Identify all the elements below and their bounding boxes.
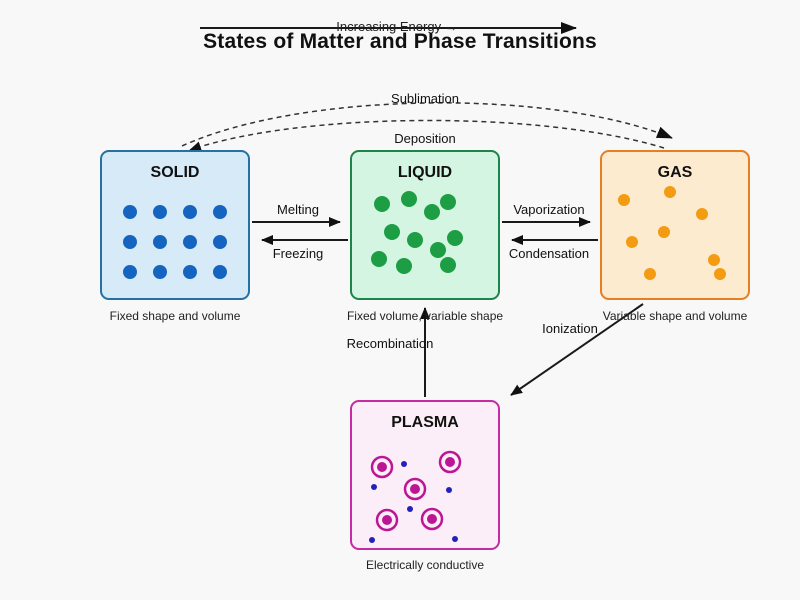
label-deposition: Deposition bbox=[394, 131, 456, 146]
plasma-ion-core bbox=[382, 515, 392, 525]
liquid-particle bbox=[407, 232, 423, 248]
gas-particles bbox=[618, 186, 726, 280]
ionization-arrow bbox=[510, 303, 644, 396]
label-melting: Melting bbox=[277, 202, 319, 217]
gas-state-box: GAS bbox=[600, 150, 750, 300]
gas-particle bbox=[714, 268, 726, 280]
solid-particle bbox=[213, 205, 227, 219]
solid-particle bbox=[183, 205, 197, 219]
plasma-electron bbox=[446, 487, 452, 493]
plasma-title: PLASMA bbox=[391, 414, 459, 431]
solid-particle bbox=[183, 235, 197, 249]
solid-state-box: SOLID bbox=[100, 150, 250, 300]
plasma-electron bbox=[407, 506, 413, 512]
plasma-electron bbox=[371, 484, 377, 490]
liquid-particle bbox=[371, 251, 387, 267]
solid-particle bbox=[123, 235, 137, 249]
label-sublimation: Sublimation bbox=[391, 91, 459, 106]
gas-particle bbox=[696, 208, 708, 220]
plasma-electron bbox=[369, 537, 375, 543]
solid-particle bbox=[153, 265, 167, 279]
solid-particles bbox=[123, 205, 227, 279]
plasma-state-box: PLASMA bbox=[350, 400, 500, 550]
plasma-electron bbox=[401, 461, 407, 467]
liquid-particle bbox=[424, 204, 440, 220]
liquid-state-box: LIQUID bbox=[350, 150, 500, 300]
solid-particle bbox=[123, 205, 137, 219]
solid-particle bbox=[153, 235, 167, 249]
liquid-particle bbox=[447, 230, 463, 246]
liquid-particles bbox=[371, 191, 463, 274]
label-vaporization: Vaporization bbox=[513, 202, 585, 217]
plasma-particles bbox=[369, 450, 462, 543]
label-condensation: Condensation bbox=[508, 246, 590, 261]
liquid-particle bbox=[374, 196, 390, 212]
label-freezing: Freezing bbox=[272, 246, 324, 261]
diagram-title: States of Matter and Phase Transitions bbox=[203, 30, 597, 53]
liquid-particle bbox=[396, 258, 412, 274]
liquid-particle bbox=[440, 257, 456, 273]
solid-particle bbox=[183, 265, 197, 279]
liquid-particle bbox=[440, 194, 456, 210]
liquid-particle bbox=[430, 242, 446, 258]
label-recombination: Recombination bbox=[346, 336, 434, 351]
solid-particle bbox=[213, 265, 227, 279]
plasma-ion-core bbox=[427, 514, 437, 524]
plasma-ion-core bbox=[445, 457, 455, 467]
plasma-caption: Electrically conductive bbox=[365, 558, 485, 572]
solid-title: SOLID bbox=[150, 164, 200, 181]
gas-caption: Variable shape and volume bbox=[602, 309, 748, 323]
gas-particle bbox=[708, 254, 720, 266]
solid-caption: Fixed shape and volume bbox=[109, 309, 241, 323]
gas-particle bbox=[658, 226, 670, 238]
solid-particle bbox=[213, 235, 227, 249]
gas-particle bbox=[644, 268, 656, 280]
liquid-particle bbox=[401, 191, 417, 207]
plasma-ion-core bbox=[377, 462, 387, 472]
energy-axis-label: Increasing Energy → bbox=[336, 19, 458, 34]
deposition-arrow bbox=[189, 119, 665, 152]
plasma-ion-core bbox=[410, 484, 420, 494]
gas-title: GAS bbox=[657, 164, 693, 181]
label-ionization: Ionization bbox=[542, 321, 598, 336]
solid-particle bbox=[123, 265, 137, 279]
liquid-particle bbox=[384, 224, 400, 240]
liquid-caption: Fixed volume, variable shape bbox=[346, 309, 504, 323]
liquid-title: LIQUID bbox=[397, 164, 453, 181]
gas-particle bbox=[664, 186, 676, 198]
plasma-electron bbox=[452, 536, 458, 542]
solid-particle bbox=[153, 205, 167, 219]
gas-particle bbox=[626, 236, 638, 248]
gas-particle bbox=[618, 194, 630, 206]
